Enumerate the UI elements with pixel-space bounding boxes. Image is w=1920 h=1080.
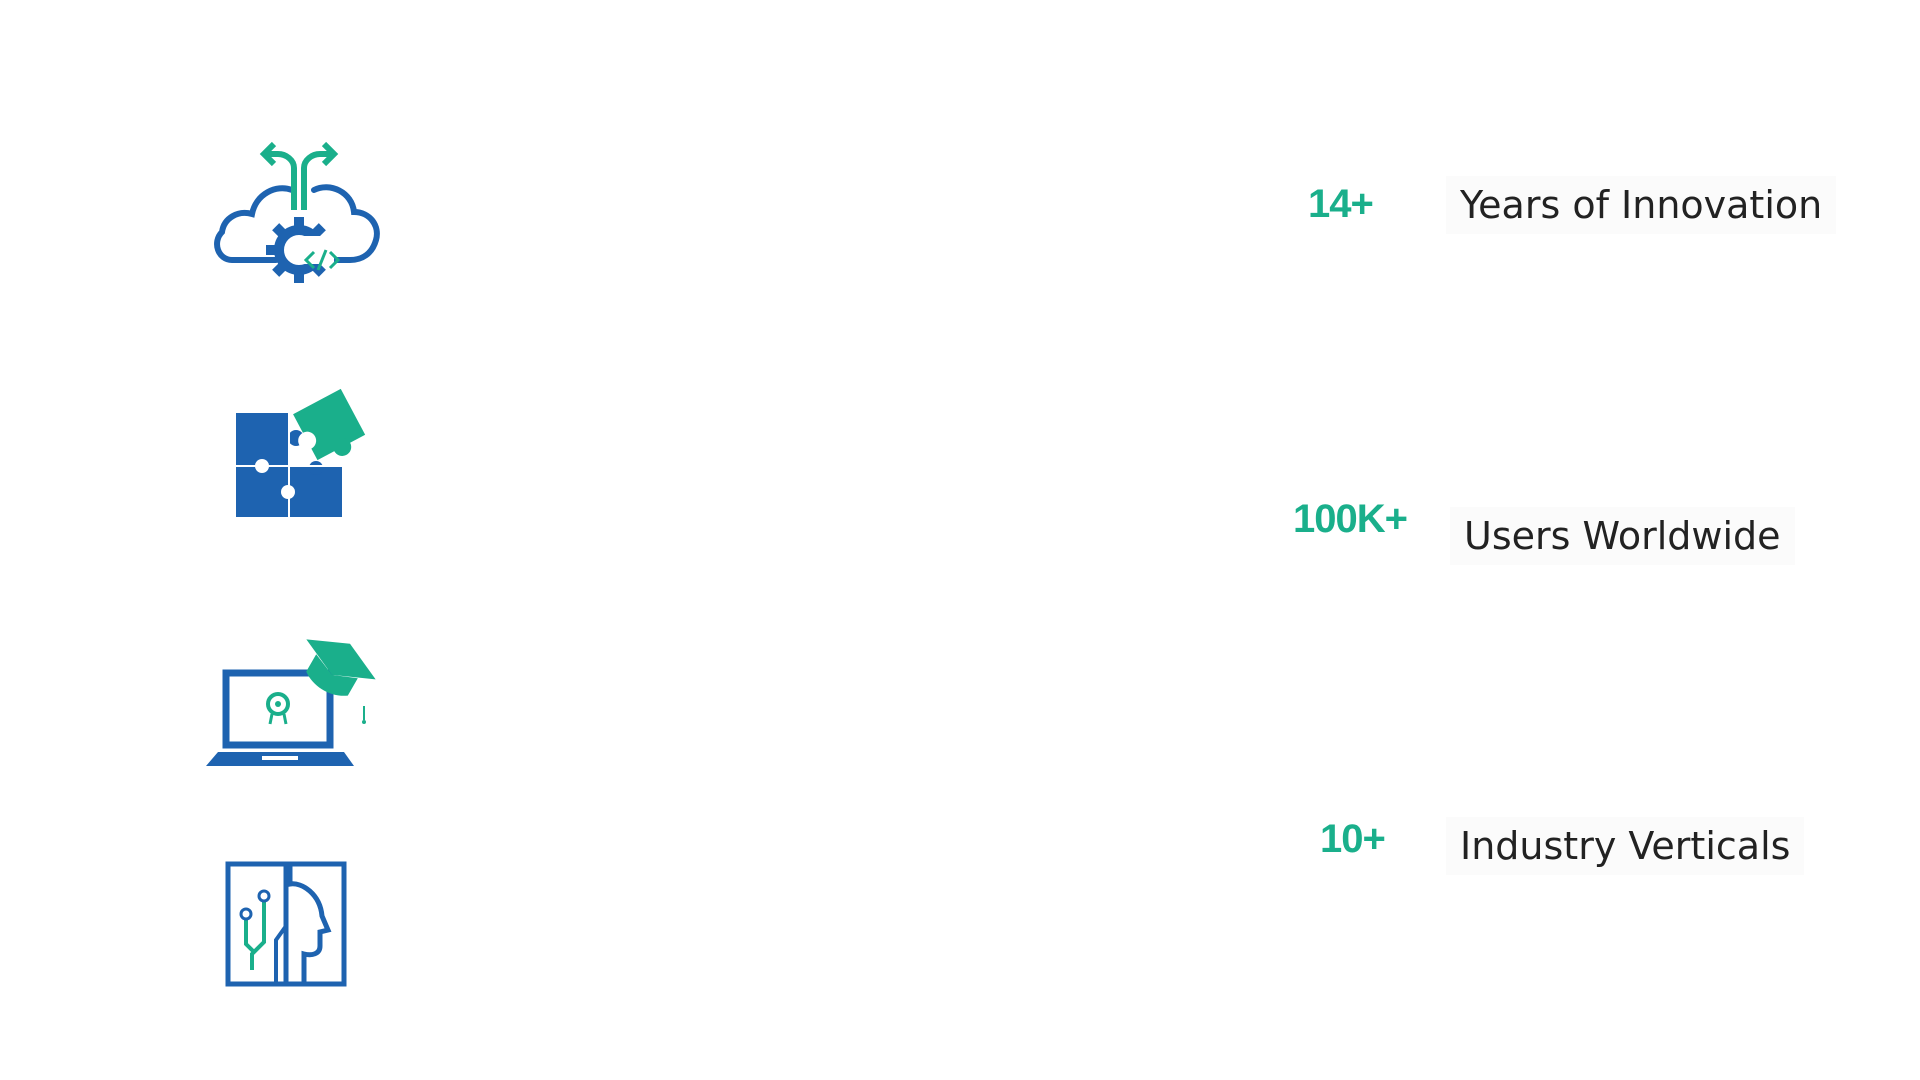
- years-label: Years of Innovation: [1446, 176, 1837, 234]
- years-count: 14+: [1308, 182, 1374, 226]
- industries-count: 10+: [1320, 817, 1386, 861]
- laptop-graduation-icon: [206, 639, 376, 766]
- cloud-code-icon: [214, 141, 380, 283]
- puzzle-icon: [236, 388, 366, 517]
- users-count: 100K+: [1293, 497, 1408, 541]
- users-label: Users Worldwide: [1450, 507, 1795, 565]
- industries-label: Industry Verticals: [1446, 817, 1805, 875]
- ai-head-circuit-icon: [225, 861, 347, 987]
